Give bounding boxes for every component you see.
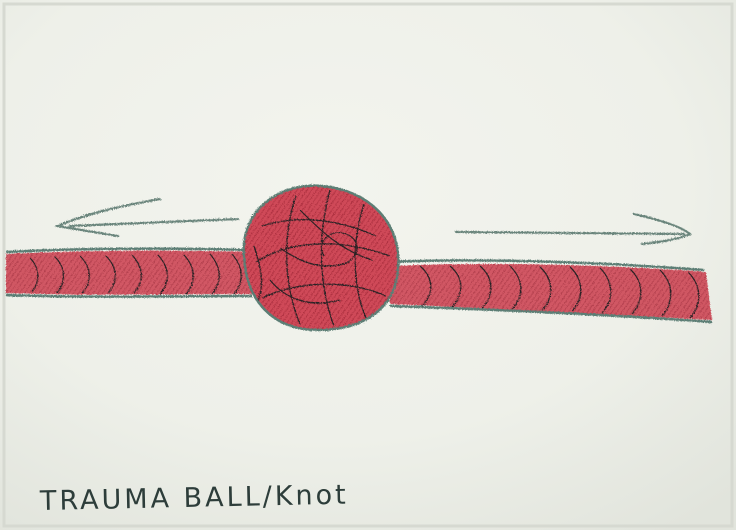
- knot-ball: [244, 186, 399, 330]
- rope-left: [6, 249, 252, 297]
